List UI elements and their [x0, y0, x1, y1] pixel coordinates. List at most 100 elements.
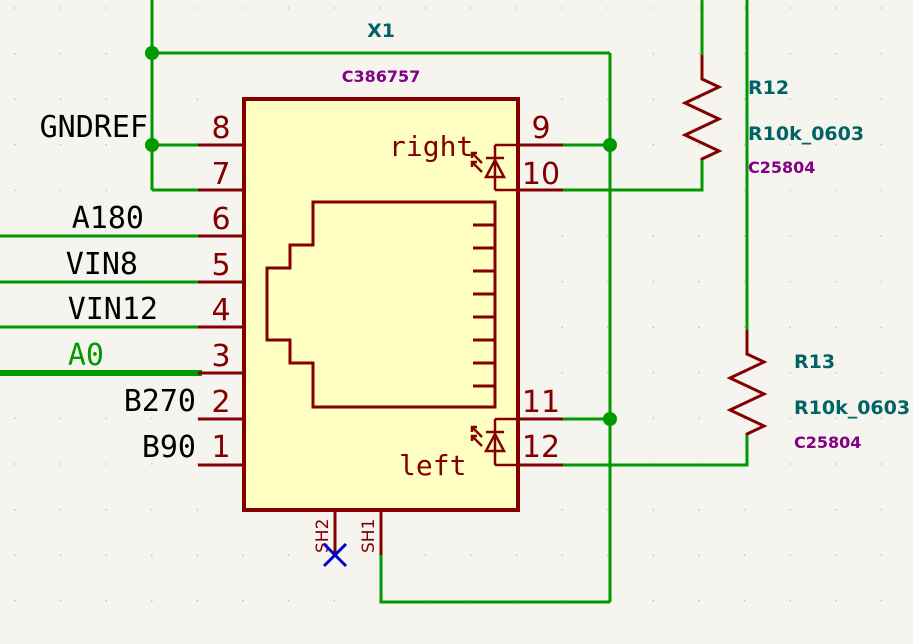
grid-dot	[743, 7, 746, 9]
grid-dot	[698, 280, 700, 283]
left-pin-numbers: 8 7 6 5 4 3 2 1	[211, 111, 230, 465]
net-label-vin12[interactable]: VIN12	[68, 292, 158, 327]
grid-dot	[105, 417, 108, 420]
pin-number: 3	[211, 339, 230, 374]
right-pin-numbers: 9 10 11 12	[522, 111, 560, 465]
jack-contacts	[473, 223, 495, 388]
grid-dot	[561, 7, 564, 9]
grid-dot	[59, 508, 62, 511]
grid-dot	[105, 7, 108, 9]
jack-outline-graphic	[265, 200, 497, 409]
grid-dot	[789, 463, 792, 465]
grid-dot	[880, 417, 883, 420]
net-label-b90[interactable]: B90	[142, 430, 196, 465]
grid-dot	[242, 7, 244, 9]
grid-dot	[743, 52, 746, 55]
grid-dot	[789, 280, 792, 283]
grid-dot	[834, 599, 837, 602]
wire[interactable]	[563, 160, 704, 192]
grid-dot	[652, 280, 655, 283]
grid-dot	[561, 371, 564, 374]
grid-dot	[698, 235, 700, 237]
grid-dot	[561, 98, 564, 101]
grid-dot	[880, 326, 883, 329]
grid-dot	[424, 7, 427, 9]
net-label-vin8[interactable]: VIN8	[66, 247, 138, 282]
grid-dot	[834, 143, 837, 146]
grid-dot	[242, 599, 244, 602]
grid-dot	[105, 98, 108, 101]
grid-dot	[105, 554, 108, 557]
pin-number: 9	[531, 111, 550, 146]
grid-dot	[880, 554, 883, 557]
grid-dot	[652, 52, 655, 55]
resistor-r12[interactable]: R12 R10k_0603 C25804	[681, 55, 864, 177]
connector-reference: X1	[367, 20, 395, 42]
grid-dot	[880, 7, 883, 9]
resistor-lcsc: C25804	[794, 433, 861, 452]
grid-dot	[834, 235, 837, 237]
net-label-gndref[interactable]: GNDREF	[40, 110, 148, 145]
connector-body[interactable]	[242, 97, 520, 512]
no-connect-marker[interactable]	[322, 542, 348, 568]
grid-dot	[561, 508, 564, 511]
grid-dot	[470, 554, 472, 557]
grid-dot	[834, 189, 837, 192]
grid-dot	[789, 417, 792, 420]
connector-x1[interactable]: 8 7 6 5 4 3 2 1 9 10 11 12 SH2 SH1 right…	[198, 97, 563, 555]
grid-dot	[196, 7, 199, 9]
grid-dot	[743, 98, 746, 101]
resistor-r13[interactable]: R13 R10k_0603 C25804	[726, 330, 910, 452]
grid-dot	[789, 554, 792, 557]
junction-dot	[603, 412, 617, 426]
grid-dot	[743, 189, 746, 192]
grid-dot	[743, 326, 746, 329]
grid-dot	[105, 599, 108, 602]
grid-dot	[333, 7, 336, 9]
grid-dot	[150, 554, 153, 557]
grid-dot	[606, 326, 609, 329]
grid-dot	[880, 599, 883, 602]
grid-dot	[59, 98, 62, 101]
grid-dot	[880, 98, 883, 101]
grid-dot	[743, 508, 746, 511]
grid-dot	[333, 599, 336, 602]
grid-dot	[789, 189, 792, 192]
grid-dot	[105, 189, 108, 192]
right-pin-stubs	[518, 143, 563, 467]
grid-dot	[743, 235, 746, 237]
grid-dot	[743, 143, 746, 146]
grid-dot	[880, 508, 883, 511]
grid-dot	[150, 463, 153, 465]
grid-dot	[59, 463, 62, 465]
resistor-reference: R12	[748, 77, 789, 99]
pin-number: 8	[211, 111, 230, 146]
grid-dot	[789, 371, 792, 374]
grid-dot	[652, 98, 655, 101]
grid-dot	[698, 599, 700, 602]
wire[interactable]	[563, 435, 749, 467]
grid-dot	[743, 280, 746, 283]
pin-number: 7	[211, 157, 230, 192]
grid-dot	[14, 7, 16, 9]
connector-lcsc: C386757	[342, 67, 421, 86]
net-label-b270[interactable]: B270	[124, 384, 196, 419]
grid-dot	[789, 143, 792, 146]
grid-dot	[606, 554, 609, 557]
net-label-a0[interactable]: A0	[68, 338, 104, 373]
wire[interactable]	[379, 555, 610, 604]
grid-dot	[470, 7, 472, 9]
pin-number: 12	[522, 430, 560, 465]
pin-number: 1	[211, 430, 230, 465]
grid-dot	[561, 235, 564, 237]
pin-number: 11	[522, 385, 560, 420]
resistor-zigzag	[681, 55, 723, 161]
grid-dot	[14, 417, 16, 420]
grid-dot	[698, 52, 700, 55]
grid-dot	[834, 7, 837, 9]
grid-dot	[789, 326, 792, 329]
net-label-a180[interactable]: A180	[72, 201, 144, 236]
grid-dot	[14, 52, 16, 55]
grid-dot	[834, 508, 837, 511]
grid-dot	[378, 7, 381, 9]
